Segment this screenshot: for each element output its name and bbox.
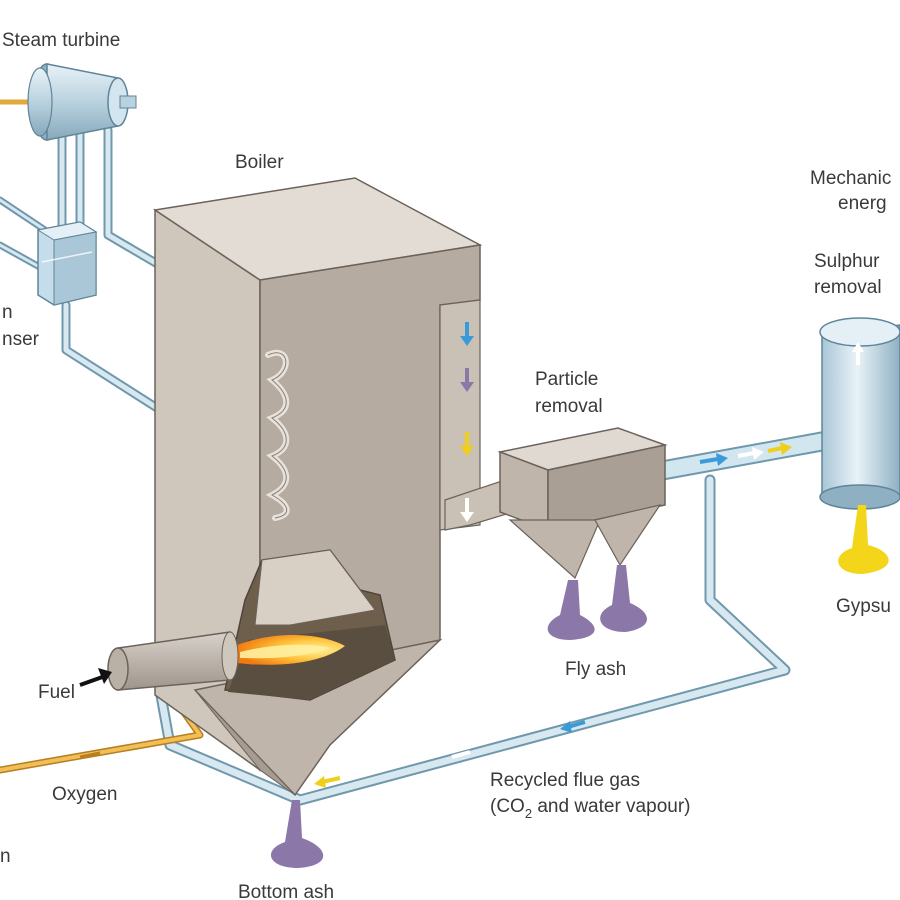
particle-removal-label-2: removal xyxy=(535,396,603,417)
condenser-label-partial: n xyxy=(2,302,13,323)
sulphur-scrubber-icon xyxy=(819,317,900,510)
flow-arrows xyxy=(79,322,864,788)
flame-icon xyxy=(230,635,345,665)
gypsum-label: Gypsu xyxy=(836,596,891,617)
steam-turbine-label: Steam turbine xyxy=(2,30,120,51)
co2-subscript: 2 xyxy=(525,806,532,821)
particle-removal-label-1: Particle xyxy=(535,369,598,390)
mechanical-energy-label-1: Mechanic xyxy=(810,168,891,189)
condenser-label: nser xyxy=(2,329,40,350)
recycled-flue-gas-label-1: Recycled flue gas xyxy=(490,770,640,791)
sulphur-removal-label-1: Sulphur xyxy=(814,251,880,272)
fuel-arrow-icon xyxy=(79,668,112,687)
boiler-icon xyxy=(152,177,483,797)
recycled-flue-gas-label-2: (CO2 and water vapour) xyxy=(490,796,690,821)
boiler-label: Boiler xyxy=(235,152,284,173)
co2-suffix: and water vapour) xyxy=(532,796,690,817)
co2-prefix: (CO xyxy=(490,796,525,817)
fly-ash-piles xyxy=(547,565,648,640)
air-label-partial: n xyxy=(0,846,11,867)
fly-ash-label: Fly ash xyxy=(565,659,626,680)
steam-turbine-icon xyxy=(27,63,137,141)
fuel-burner-icon xyxy=(107,631,239,691)
oxygen-label: Oxygen xyxy=(52,784,117,805)
bottom-ash-label: Bottom ash xyxy=(238,882,334,900)
mechanical-energy-label-2: energ xyxy=(838,193,887,214)
particle-filter-icon xyxy=(497,427,668,580)
sulphur-removal-label-2: removal xyxy=(814,277,882,298)
fuel-label: Fuel xyxy=(38,682,75,703)
condenser-icon xyxy=(36,221,98,306)
bottom-ash-pile xyxy=(270,800,324,868)
gypsum-pile xyxy=(838,505,889,574)
